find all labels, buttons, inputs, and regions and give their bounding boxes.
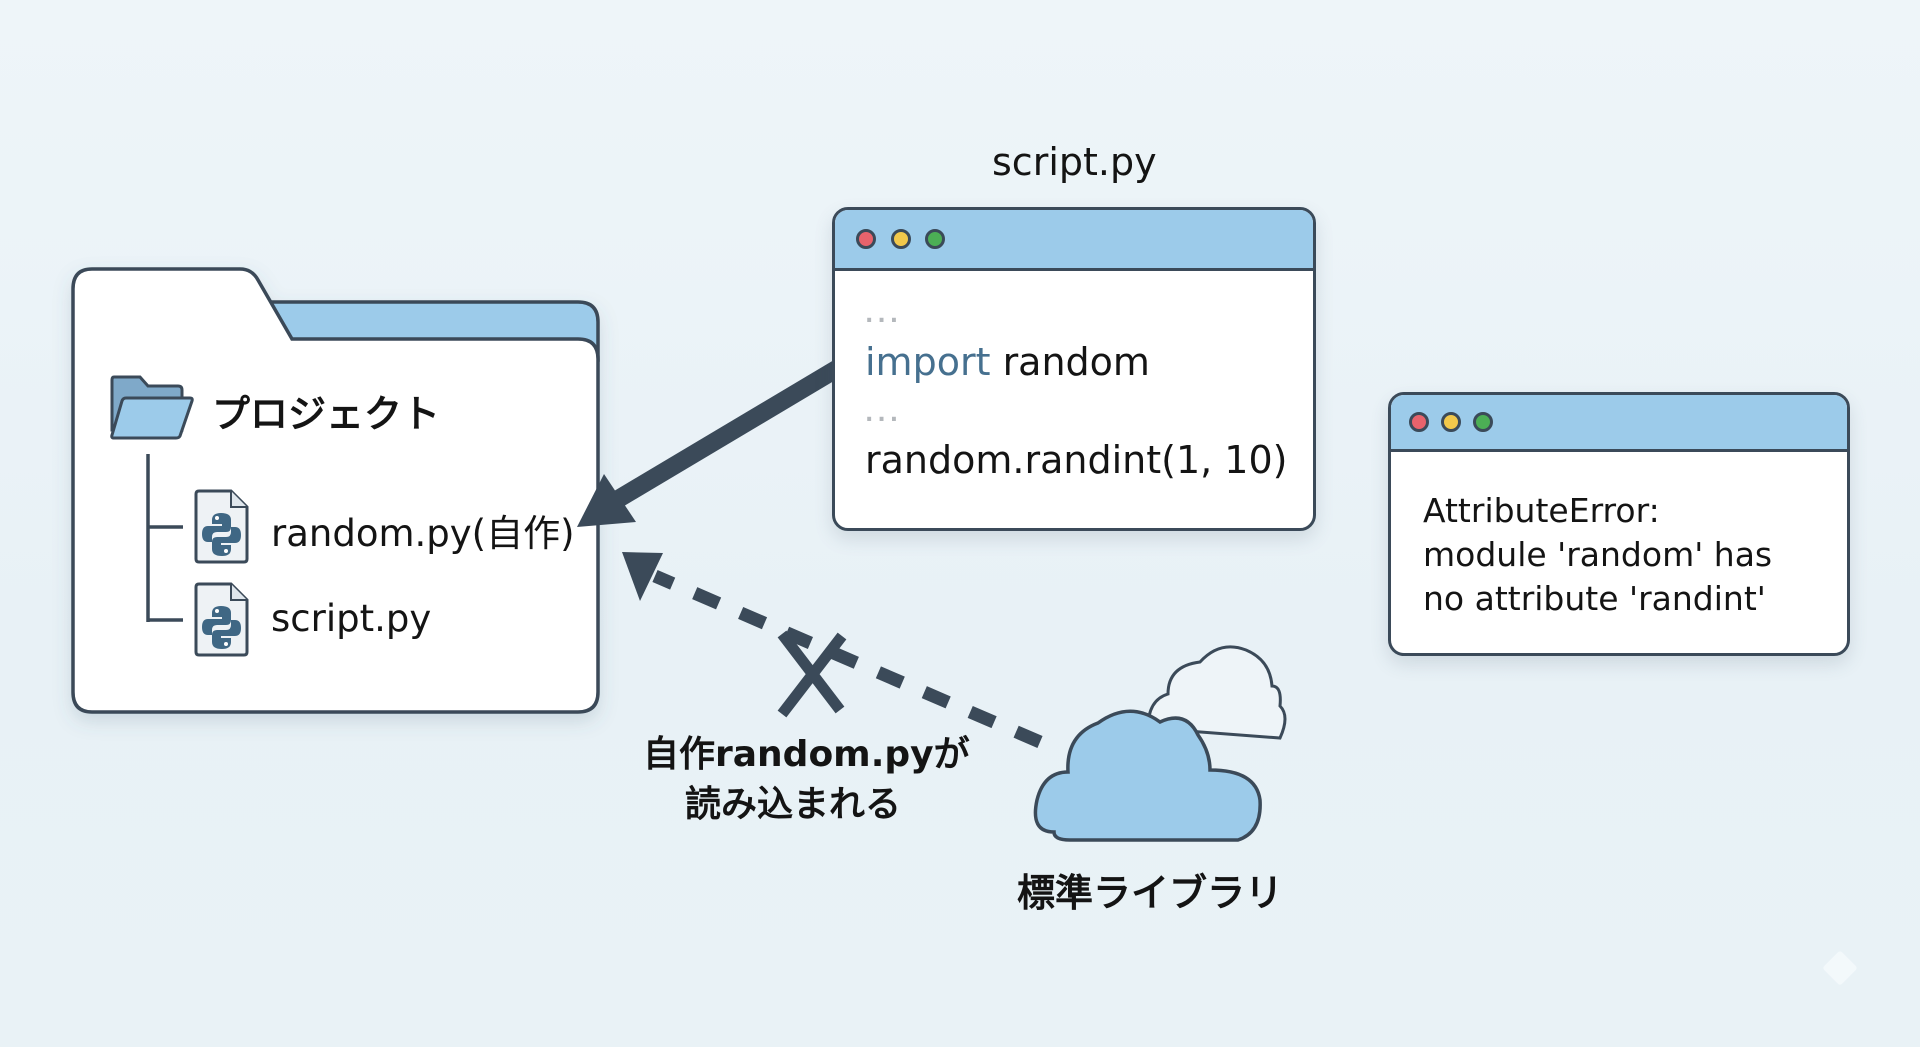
close-dot-icon (1409, 412, 1429, 432)
tree-connector (146, 454, 183, 622)
error-line-3: no attribute 'randint' (1423, 579, 1766, 618)
code-ellipsis: ... (865, 303, 903, 328)
code-ellipsis: ... (865, 402, 903, 427)
folder-title: プロジェクト (212, 392, 441, 436)
import-keyword: import (865, 340, 991, 384)
annotation-line-1: 自作random.pyが (643, 734, 970, 775)
annotation-line-2: 読み込まれる (685, 784, 902, 825)
minimize-dot-icon (891, 229, 911, 249)
window-titlebar (1391, 395, 1847, 452)
error-line-2: module 'random' has (1423, 535, 1773, 574)
python-file-icon (194, 582, 249, 657)
window-titlebar (835, 210, 1313, 271)
error-line-1: AttributeError: (1423, 491, 1660, 530)
file-item-script-py[interactable]: script.py (271, 597, 432, 640)
script-window: ... import random ... random.randint(1, … (832, 207, 1316, 531)
maximize-dot-icon (925, 229, 945, 249)
stdlib-label: 標準ライブラリ (1017, 871, 1284, 915)
python-file-icon (194, 489, 249, 564)
script-window-title: script.py (992, 140, 1157, 184)
code-call-line: random.randint(1, 10) (865, 438, 1288, 482)
code-import-line: import random (865, 340, 1150, 384)
import-module: random (1002, 340, 1150, 384)
folder-icon (110, 375, 194, 440)
project-folder (71, 267, 600, 714)
close-dot-icon (856, 229, 876, 249)
minimize-dot-icon (1441, 412, 1461, 432)
stdlib-dashed-arrow (622, 552, 1043, 748)
blocked-x-icon (777, 630, 847, 718)
maximize-dot-icon (1473, 412, 1493, 432)
error-window: AttributeError: module 'random' has no a… (1388, 392, 1850, 656)
file-item-random-py[interactable]: random.py(自作) (271, 512, 575, 555)
cloud-icon (1033, 645, 1287, 842)
import-arrow (577, 357, 849, 527)
